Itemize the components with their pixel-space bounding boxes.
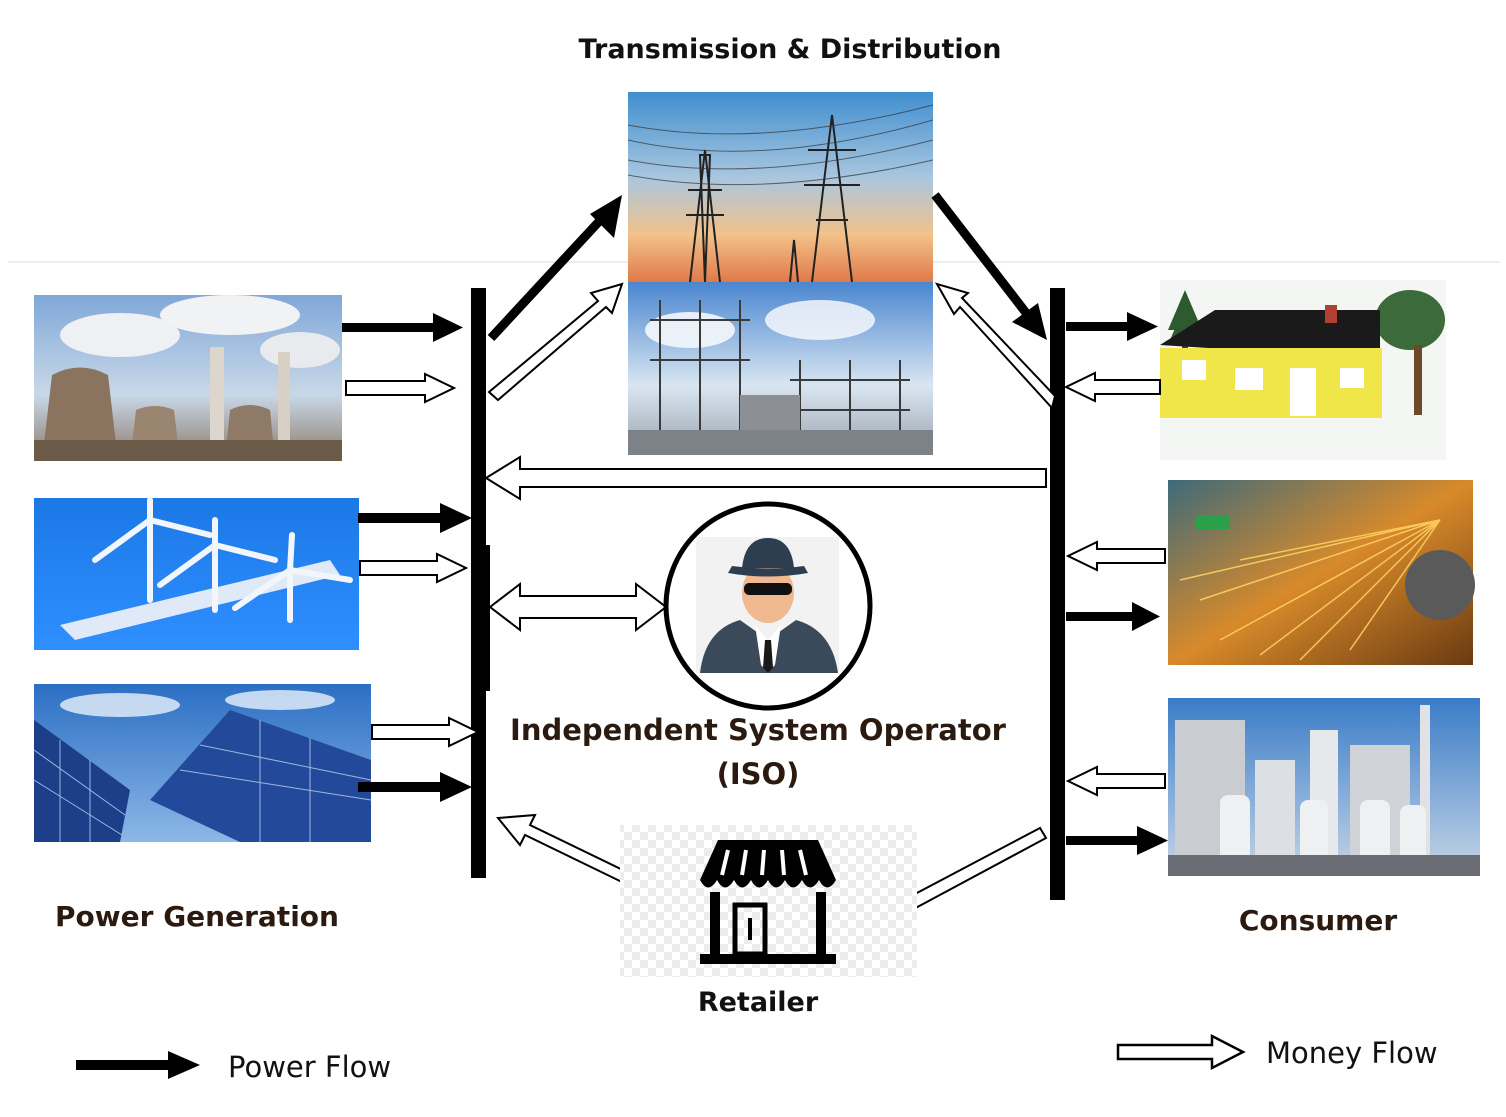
industrial-sparks-image <box>1168 480 1475 665</box>
industrial-plant-image <box>1168 698 1480 876</box>
power-arrow-wind <box>358 503 472 533</box>
power-arrow-to-house <box>1066 312 1158 341</box>
consumer-bus-bar <box>1050 288 1065 900</box>
money-arrow-solar <box>371 716 481 748</box>
money-arrow-consumer-to-generation <box>484 455 1047 501</box>
retailer-label: Retailer <box>698 987 819 1018</box>
wind-turbines-image <box>34 497 359 650</box>
spy-operator-icon <box>663 501 873 711</box>
power-arrow-solar <box>358 772 472 802</box>
money-arrow-from-consumer-bus <box>934 282 1057 411</box>
money-arrow-thermal <box>345 372 457 404</box>
solar-panels-image <box>33 684 372 842</box>
power-arrow-to-transmission <box>487 195 622 342</box>
money-arrow-from-house <box>1063 371 1161 403</box>
generation-bus-bar-overlap <box>480 545 490 691</box>
consumer-label: Consumer <box>1239 904 1397 937</box>
money-arrow-from-industry <box>1065 540 1166 572</box>
money-arrow-iso-exchange <box>488 581 668 633</box>
money-arrow-wind <box>359 552 469 584</box>
transmission-title: Transmission & Distribution <box>579 34 1002 65</box>
money-arrow-from-plant <box>1065 765 1166 797</box>
power-arrow-to-plant <box>1066 826 1168 855</box>
legend-money-flow-arrow <box>1116 1033 1246 1071</box>
legend: Power Flow Money Flow <box>76 1033 1438 1084</box>
iso-label-line2: (ISO) <box>717 757 800 791</box>
power-arrow-from-transmission <box>931 192 1047 340</box>
iso-label-line1: Independent System Operator <box>510 713 1007 747</box>
power-generation-label: Power Generation <box>55 900 339 933</box>
storefront-icon <box>620 825 917 977</box>
power-arrow-thermal <box>342 313 463 342</box>
transmission-towers-image <box>627 92 934 283</box>
legend-power-flow-label: Power Flow <box>228 1050 391 1084</box>
power-flow-arrows <box>342 192 1168 855</box>
house-image <box>1160 280 1446 460</box>
legend-money-flow-label: Money Flow <box>1266 1036 1438 1070</box>
legend-power-flow-arrow <box>76 1051 200 1079</box>
substation-image <box>628 282 933 455</box>
money-arrow-to-transmission <box>487 282 624 402</box>
thermal-power-plant-image <box>34 295 342 461</box>
power-arrow-to-industry <box>1066 602 1160 631</box>
